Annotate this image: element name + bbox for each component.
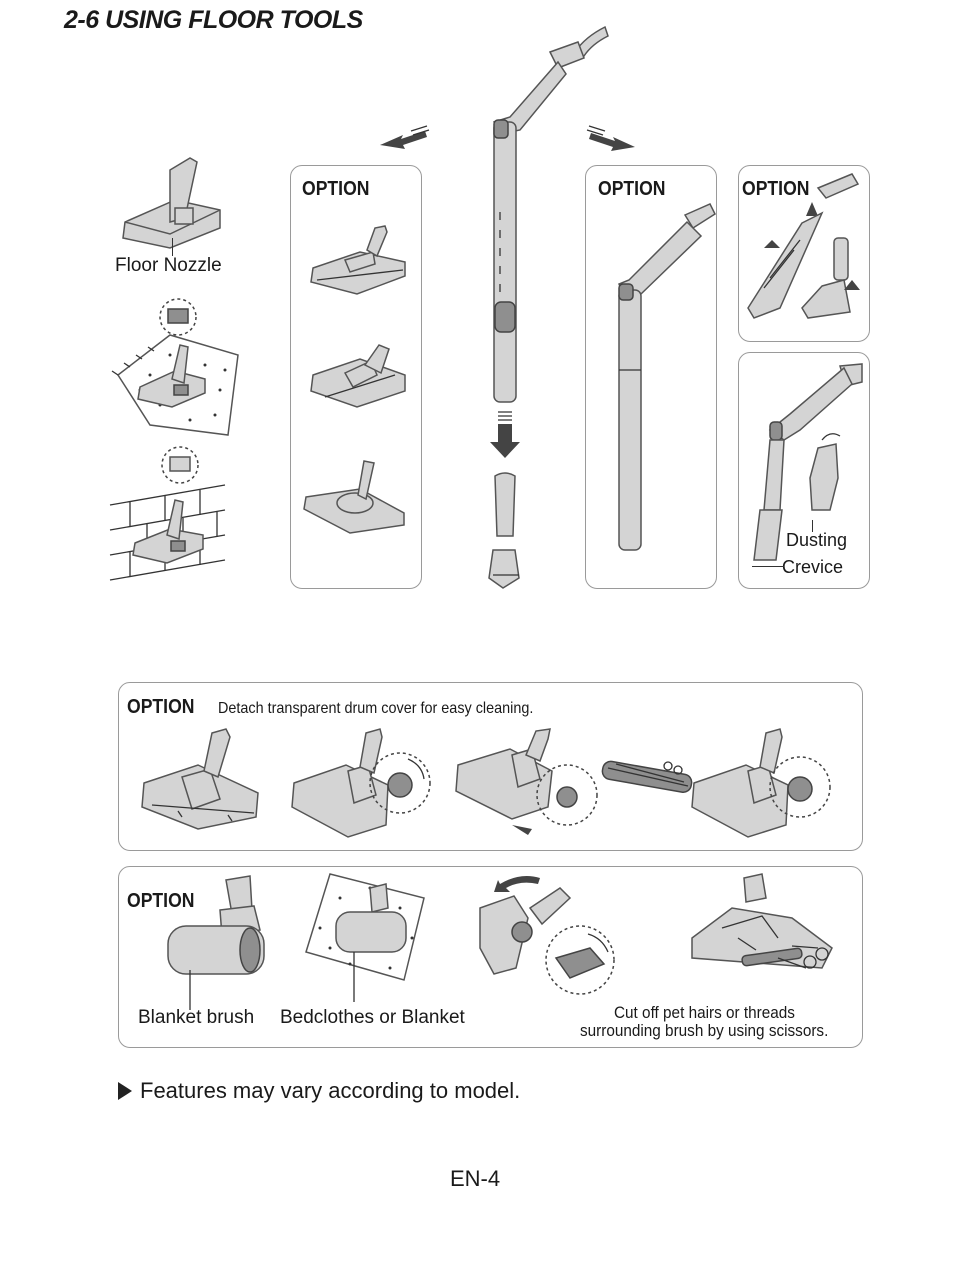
handle-detach-icon [747,173,860,319]
floor-nozzle-label: Floor Nozzle [115,255,222,276]
play-triangle-icon [118,1082,132,1100]
parquet-brush-icon [310,225,406,295]
option-label-4: OPTION [127,696,195,718]
crevice-pointer [752,566,784,567]
floor-nozzle-icon [122,157,221,249]
cut-off-line-1: Cut off pet hairs or threads [614,1003,795,1022]
drum-step-1-icon [291,728,431,838]
bedclothes-label: Bedclothes or Blanket [280,1007,465,1028]
arrow-right-icon [586,125,635,151]
dusting-label: Dusting [786,530,848,550]
detach-instruction: Detach transparent drum cover for easy c… [218,700,534,717]
blanket-brush-label: Blanket brush [138,1007,255,1028]
brush-roll-scissors-icon [601,760,693,793]
brush-cover-open-icon [479,876,615,995]
page-title: 2-6 USING FLOOR TOOLS [64,6,363,34]
flat-brush-icon [303,460,405,534]
option-label-1: OPTION [302,178,370,200]
bedclothes-icon [305,873,425,1002]
drum-step-4-icon [691,728,831,838]
hardfloor-nozzle-illustration [109,446,226,581]
cut-off-line-2: surrounding brush by using scissors. [580,1021,829,1040]
crevice-tool-icon [488,472,520,589]
arrow-down-icon [490,411,520,458]
carpet-nozzle-illustration [111,298,239,436]
dusting-crevice-icon [753,363,863,561]
option-label-5: OPTION [127,890,195,912]
crevice-label: Crevice [782,557,844,577]
option-label-3: OPTION [742,178,810,200]
scissors-icon [691,873,833,969]
short-pipe-icon [618,203,716,551]
option-label-2: OPTION [598,178,666,200]
features-note: Features may vary according to model. [118,1078,520,1104]
turbo-brush-icon [141,728,259,830]
page-number: EN-4 [450,1166,501,1191]
floor-nozzle-pointer [172,238,173,256]
wide-brush-icon [310,344,406,408]
features-note-text: Features may vary according to model. [140,1078,521,1103]
blanket-brush-icon [167,875,265,1010]
pipe-icon [492,25,609,403]
drum-step-2-icon [455,728,598,835]
arrow-left-icon [380,125,430,149]
dusting-pointer [812,520,813,532]
